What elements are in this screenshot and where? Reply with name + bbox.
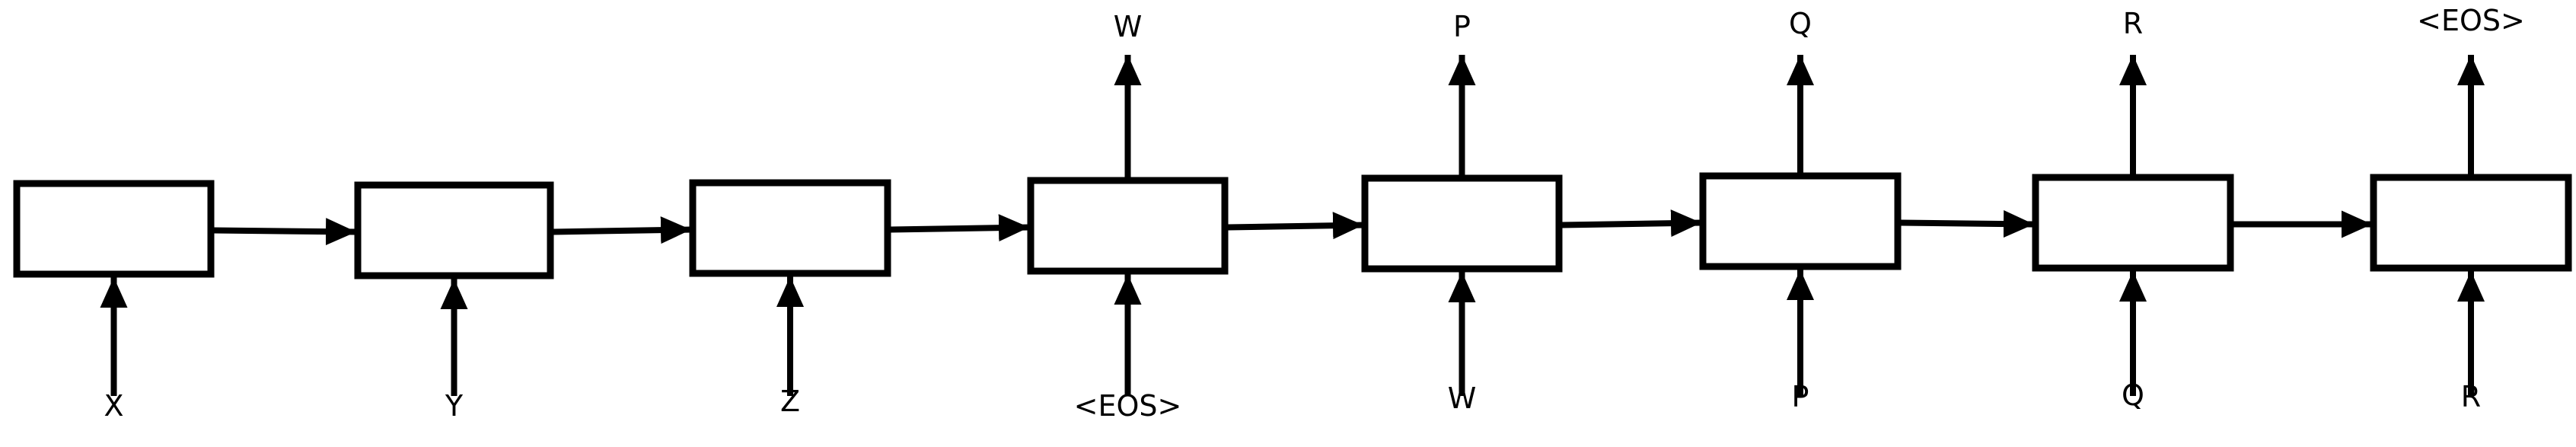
- rnn-cell-box: [2370, 174, 2572, 272]
- recurrent-arrow: [890, 214, 1030, 242]
- recurrent-arrow: [213, 218, 357, 246]
- input-token-label: Z: [780, 385, 800, 418]
- input-token-label: R: [2461, 380, 2481, 413]
- output-token-label: <EOS>: [2417, 4, 2525, 37]
- input-token-label: Q: [2122, 378, 2144, 412]
- rnn-cell-box: [354, 181, 554, 279]
- input-token-label: P: [1792, 380, 1809, 413]
- recurrent-arrow: [1561, 209, 1702, 238]
- output-token-label: Q: [1789, 7, 1812, 40]
- rnn-cell-box: [1699, 172, 1902, 270]
- recurrent-arrow: [1227, 212, 1364, 240]
- rnn-cell-box: [1361, 174, 1563, 273]
- input-token-label: Y: [445, 389, 464, 423]
- input-token-label: X: [104, 389, 123, 423]
- output-token-label: P: [1453, 10, 1471, 43]
- rnn-cell-box: [2032, 174, 2234, 272]
- rnn-cell-box: [689, 179, 891, 277]
- input-token-label: <EOS>: [1074, 389, 1182, 423]
- input-token-label: W: [1448, 382, 1477, 415]
- rnn-cell-box: [13, 180, 215, 278]
- recurrent-arrow: [1900, 210, 2035, 238]
- rnn-cell-box: [1027, 177, 1229, 275]
- output-token-label: W: [1114, 10, 1143, 43]
- diagram-layer: X Y Z <EOS> W W P P Q Q R R <EOS>: [13, 4, 2572, 423]
- recurrent-arrow: [553, 216, 692, 244]
- output-token-label: R: [2123, 7, 2143, 40]
